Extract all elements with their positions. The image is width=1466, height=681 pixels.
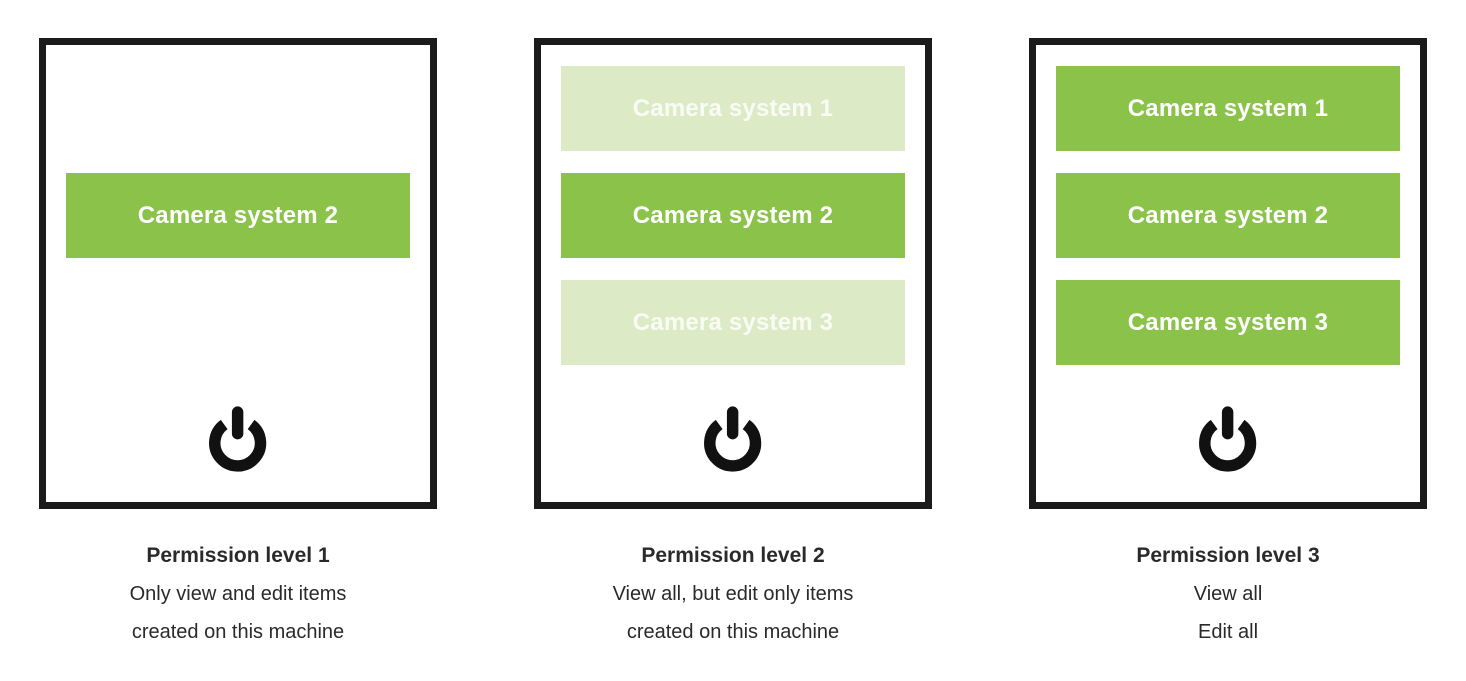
panel-caption: Permission level 2 View all, but edit on… <box>534 537 932 651</box>
caption-line: Edit all <box>1197 621 1259 643</box>
power-icon[interactable] <box>699 400 766 474</box>
caption-title: Permission level 1 <box>146 544 330 567</box>
camera-system-button[interactable]: Camera system 2 <box>66 173 410 258</box>
caption-line: created on this machine <box>131 621 345 643</box>
caption-line: View all, but edit only items <box>612 583 854 605</box>
power-button-area <box>66 387 410 486</box>
permission-panel-2: Camera system 1 Camera system 2 Camera s… <box>534 38 932 651</box>
camera-system-button[interactable]: Camera system 1 <box>561 66 905 151</box>
camera-system-button[interactable]: Camera system 3 <box>1056 280 1400 365</box>
caption-line: View all <box>1193 583 1263 605</box>
camera-system-button[interactable]: Camera system 2 <box>561 173 905 258</box>
power-button-area <box>561 387 905 486</box>
power-icon[interactable] <box>1194 400 1261 474</box>
power-icon[interactable] <box>204 400 271 474</box>
caption-line: created on this machine <box>626 621 840 643</box>
permission-panel-1: Camera system 1 Camera system 2 Camera s… <box>39 38 437 651</box>
camera-system-button[interactable]: Camera system 1 <box>1056 66 1400 151</box>
camera-system-button[interactable]: Camera system 3 <box>561 280 905 365</box>
device-screen-1: Camera system 1 Camera system 2 Camera s… <box>39 38 437 509</box>
power-button-area <box>1056 387 1400 486</box>
panel-caption: Permission level 3 View all Edit all <box>1029 537 1427 651</box>
camera-system-button[interactable]: Camera system 2 <box>1056 173 1400 258</box>
caption-line: Only view and edit items <box>129 583 347 605</box>
caption-title: Permission level 2 <box>641 544 825 567</box>
permission-levels-diagram: Camera system 1 Camera system 2 Camera s… <box>39 0 1427 651</box>
device-screen-2: Camera system 1 Camera system 2 Camera s… <box>534 38 932 509</box>
device-screen-3: Camera system 1 Camera system 2 Camera s… <box>1029 38 1427 509</box>
panel-caption: Permission level 1 Only view and edit it… <box>39 537 437 651</box>
caption-title: Permission level 3 <box>1136 544 1320 567</box>
permission-panel-3: Camera system 1 Camera system 2 Camera s… <box>1029 38 1427 651</box>
